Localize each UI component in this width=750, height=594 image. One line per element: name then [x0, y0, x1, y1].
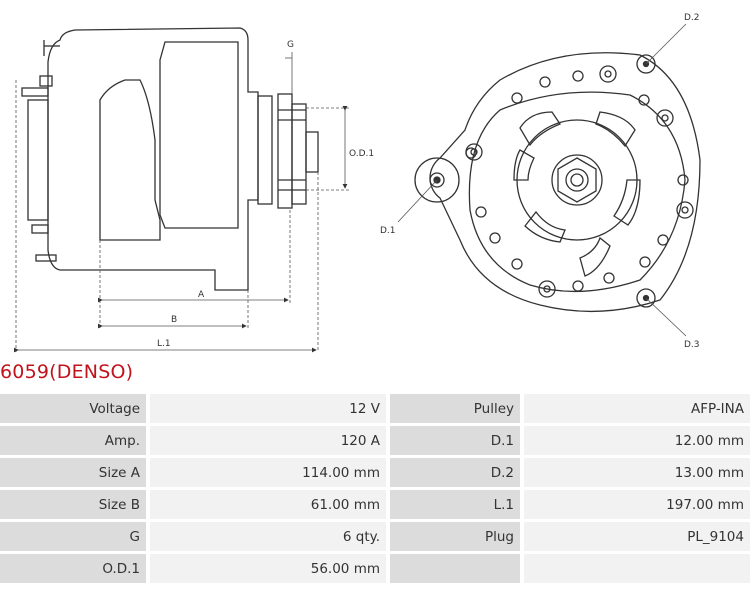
spec-value: 56.00 mm	[150, 554, 386, 583]
spec-label: O.D.1	[0, 554, 146, 583]
front-leader-lines	[397, 23, 687, 337]
table-row: Voltage 12 V Pulley AFP-INA	[0, 394, 750, 423]
side-view	[21, 27, 319, 291]
spec-label: Size A	[0, 458, 146, 487]
spec-label: D.2	[390, 458, 520, 487]
label-d2: D.2	[684, 13, 700, 23]
spec-label: L.1	[390, 490, 520, 519]
label-b: B	[171, 315, 177, 325]
spec-value: 13.00 mm	[524, 458, 750, 487]
product-title: 6059(DENSO)	[0, 361, 134, 383]
table-row: Size A 114.00 mm D.2 13.00 mm	[0, 458, 750, 487]
spec-value: 61.00 mm	[150, 490, 386, 519]
label-d3: D.3	[684, 340, 700, 350]
spec-label: Plug	[390, 522, 520, 551]
spec-value: 114.00 mm	[150, 458, 386, 487]
front-view	[414, 52, 701, 313]
table-row: Amp. 120 A D.1 12.00 mm	[0, 426, 750, 455]
spec-value: 12.00 mm	[524, 426, 750, 455]
label-g: G	[287, 40, 294, 50]
label-od1: O.D.1	[349, 149, 374, 159]
spec-value: 120 A	[150, 426, 386, 455]
dimension-lines	[14, 52, 350, 353]
label-l1: L.1	[157, 339, 171, 349]
spec-value: 197.00 mm	[524, 490, 750, 519]
spec-table: Voltage 12 V Pulley AFP-INA Amp. 120 A D…	[0, 391, 750, 586]
spec-label: Size B	[0, 490, 146, 519]
spec-value: PL_9104	[524, 522, 750, 551]
spec-value	[524, 554, 750, 583]
table-row: O.D.1 56.00 mm	[0, 554, 750, 583]
spec-label: D.1	[390, 426, 520, 455]
spec-value: AFP-INA	[524, 394, 750, 423]
spec-label: G	[0, 522, 146, 551]
spec-value: 6 qty.	[150, 522, 386, 551]
spec-label: Voltage	[0, 394, 146, 423]
label-a: A	[198, 290, 205, 300]
table-row: G 6 qty. Plug PL_9104	[0, 522, 750, 551]
spec-label	[390, 554, 520, 583]
label-d1: D.1	[380, 226, 396, 236]
spec-label: Amp.	[0, 426, 146, 455]
spec-label: Pulley	[390, 394, 520, 423]
table-row: Size B 61.00 mm L.1 197.00 mm	[0, 490, 750, 519]
spec-value: 12 V	[150, 394, 386, 423]
alternator-technical-drawing: G O.D.1 A B L.1	[14, 13, 701, 353]
